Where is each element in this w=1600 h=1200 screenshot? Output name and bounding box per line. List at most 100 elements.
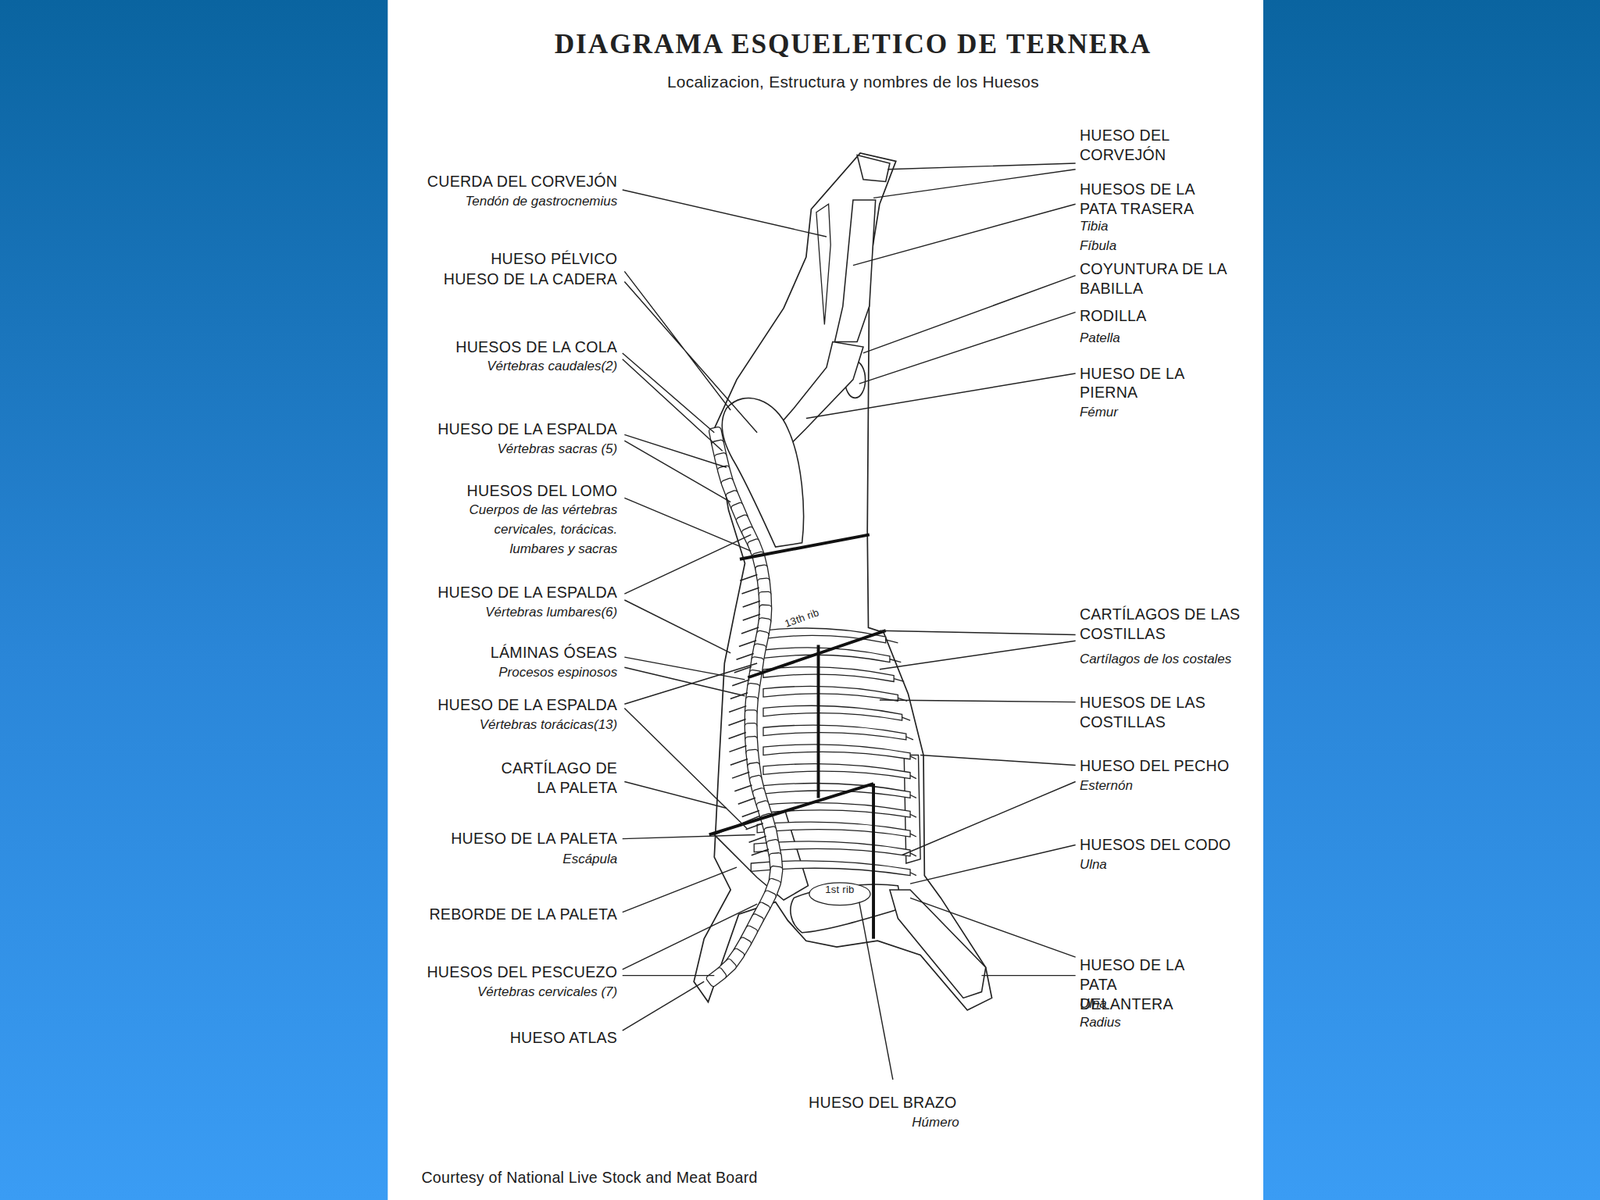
rib-and-spine-group [705,426,917,988]
spinous-process [742,600,761,608]
leader-line [863,275,1076,354]
bone-label: CUERDA DEL CORVEJÓN [427,171,618,191]
first-rib-outline [809,882,871,906]
rib-bone [763,725,907,740]
spinous-process [742,614,761,621]
spinous-process [730,758,748,765]
bone-label: HUESO PÉLVICO [490,248,618,268]
bone-label: RODILLA [1079,305,1147,325]
leader-line [920,755,1076,766]
leader-lines [622,163,1076,1080]
rib-bone [757,821,911,837]
leader-line [806,373,1076,418]
latin-name: Vértebras lumbares(6) [485,601,618,622]
leader-line [879,630,1076,670]
bone-label: HUESOS DE LA COLA [455,335,618,356]
bone-label: HUESOS DEL PESCUEZO [426,961,618,982]
bone-label: HUESO DE LA ESPALDA [437,582,618,602]
rib-bone [760,802,911,818]
bone-label: HUESO ATLAS [510,1027,618,1047]
bone-label: CARTÍLAGOS DE LAS COSTILLAS [1079,603,1260,643]
bone-label: HUESO DE LA ESPALDA [437,694,618,715]
latin-name: Fémur [1079,401,1118,422]
rib-cartilage [893,678,904,683]
subtitle: Localizacion, Estructura y nombres de lo… [667,71,1040,92]
rib-bone [763,685,898,701]
spinous-process [746,823,764,830]
leader-line [879,700,1076,703]
latin-name: Ulna [1079,853,1108,874]
cut-line [709,783,874,835]
leader-line [910,897,1076,975]
scapula-bone [714,806,808,900]
leader-line [622,189,827,237]
spinous-process [728,706,747,713]
spinous-process [732,771,750,779]
spinous-process [749,835,767,843]
leader-line [622,981,704,1031]
leader-line [902,781,1076,884]
latin-name: Cuerpos de las vértebras cervicales, tor… [446,499,618,558]
bone-label: HUESO DE LA PALETA [450,828,618,848]
spinous-process [728,746,747,753]
credit-caption: Courtesy of National Live Stock and Meat… [421,1167,758,1187]
vertebra [705,966,728,988]
latin-name: Vértebras cervicales (7) [477,981,618,1001]
spinous-process [728,719,746,726]
leader-line [859,902,893,1080]
latin-name: Ulna [1079,993,1108,1014]
latin-name: Cartílagos de los costales [1079,648,1232,668]
latin-name: Radius [1079,1011,1122,1032]
leader-line [622,903,758,975]
latin-name: Procesos espinosos [498,661,618,682]
rib-cartilage [910,872,917,876]
diagram-title: DIAGRAMA ESQUELETICO DE TERNERA [554,28,1153,61]
spinous-process [741,627,759,634]
rib-bone [763,744,911,760]
bone-label: HUESO DEL CORVEJÓN [1079,125,1203,165]
spinous-process [739,640,757,647]
bone-label: REBORDE DE LA PALETA [428,903,618,924]
spinous-process [751,849,769,856]
rib-cartilage [889,659,901,663]
bone-label: LÁMINAS ÓSEAS [490,642,618,662]
rib-bone [763,667,894,683]
rib-cartilage [902,717,911,721]
latin-name: Tendón de gastrocnemius [464,190,618,211]
carcass-outline [693,153,992,1011]
rib-cartilage [910,833,917,837]
spinous-process [732,679,750,686]
bone-label: HUESO DE LA PIERNA [1079,362,1204,402]
leader-line [853,203,1076,265]
bone-label: HUESO DEL PECHO [1079,755,1230,775]
spinous-process [736,653,754,660]
spinous-process [728,732,747,740]
spinous-process [739,574,758,581]
leader-line [624,534,751,654]
bone-label: HUESO DEL BRAZO [808,1092,957,1112]
rib-cartilage [910,853,917,857]
cut-line [871,783,875,940]
leader-line [859,312,1076,384]
latin-name: Tibia [1079,215,1109,236]
latin-name: Esternón [1079,775,1133,795]
leader-line [873,163,1076,198]
leader-line [624,781,727,808]
rib-bone [763,764,911,779]
spinous-process [734,785,752,792]
radius-ulna-bone [889,889,986,998]
spinous-process [742,810,760,818]
bone-label: HUESO DE LA CADERA [443,268,618,289]
latin-name: Patella [1079,327,1121,347]
hock-bone [857,155,890,183]
page-sheet [387,0,1264,1200]
leader-line [622,867,737,912]
leader-line [622,353,723,451]
rib-cartilage [906,736,914,740]
rib-cartilage [910,756,917,760]
bone-label: HUESOS DEL CODO [1079,834,1232,854]
latin-name: Vértebras sacras (5) [496,438,618,458]
leader-line [624,434,731,502]
latin-name: Húmero [911,1111,959,1132]
